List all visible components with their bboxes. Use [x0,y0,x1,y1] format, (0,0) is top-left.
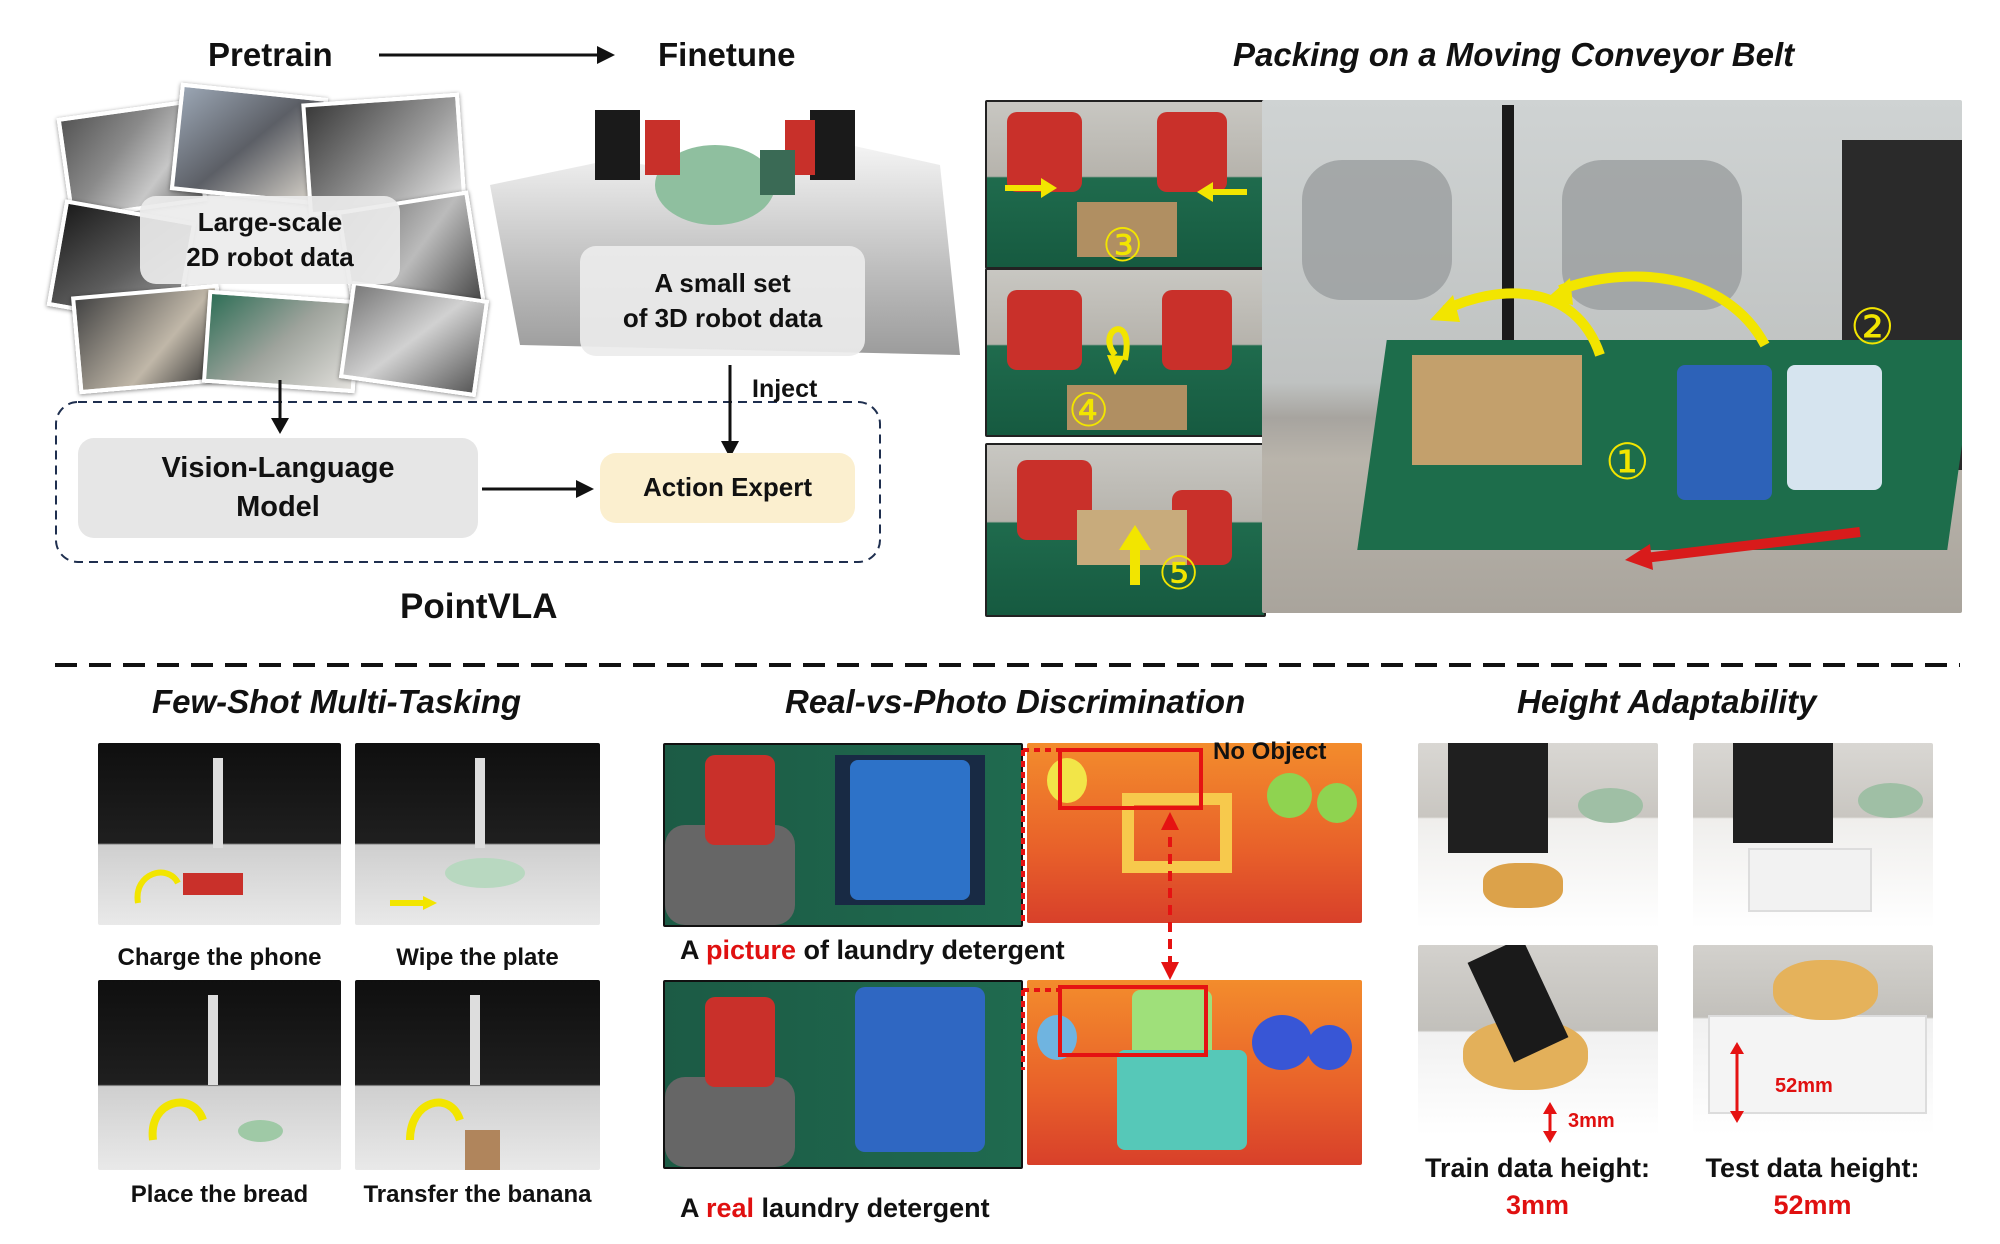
test-height-side-photo [1693,945,1933,1135]
task-transfer-banana-photo [355,980,600,1170]
step-5-marker: ⑤ [1158,547,1200,599]
test-height-value: 52mm [1773,1190,1852,1220]
pointvla-container [55,401,881,563]
step-2-marker: ② [1850,299,1895,355]
train-height-label: Train data height: [1424,1153,1651,1183]
inject-label: Inject [752,375,818,403]
picture-detergent-photo [663,743,1023,927]
test-height-label: Test data height: [1705,1153,1920,1183]
vision-language-model-box: Vision-Language Model [78,438,478,538]
large-scale-2d-data-box: Large-scale 2D robot data [140,196,400,284]
section-divider [55,663,1960,667]
conveyor-annotations [1005,178,1861,585]
train-height-top-photo [1418,743,1658,928]
step-3-marker: ③ [1102,219,1144,271]
real-caption: A real laundry detergent [680,1193,990,1223]
conveyor-step-3-photo [985,100,1266,269]
test-height-indicator [1730,1042,1744,1123]
depth-connector-lines [1021,748,1179,1070]
test-height-measure: 52mm [1775,1075,1833,1097]
small-3d-data-box: A small set of 3D robot data [580,246,865,356]
real-depth-map [1027,980,1362,1165]
pretrain-to-finetune-arrow [379,46,615,64]
real-vs-photo-title: Real-vs-Photo Discrimination [785,683,1246,720]
task-3-caption: Place the bread [130,1181,309,1208]
step-4-marker: ④ [1068,384,1110,436]
train-height-side-photo [1418,945,1658,1135]
task-charge-phone-photo [98,743,341,925]
no-object-label: No Object [1213,738,1327,765]
task-1-caption: Charge the phone [117,944,322,971]
picture-depth-map [1027,743,1362,923]
conveyor-title: Packing on a Moving Conveyor Belt [1233,36,1795,73]
train-height-value: 3mm [1505,1190,1570,1220]
real-object-highlight-box [1058,985,1208,1057]
finetune-label: Finetune [658,36,796,73]
task-wipe-plate-photo [355,743,600,925]
step-1-marker: ① [1605,434,1650,490]
action-expert-box: Action Expert [600,453,855,523]
height-title: Height Adaptability [1517,683,1817,720]
pointvla-label: PointVLA [400,587,558,626]
task-place-bread-photo [98,980,341,1170]
pretrain-label: Pretrain [208,36,333,73]
train-height-measure: 3mm [1568,1110,1615,1132]
train-height-indicator [1543,1102,1557,1143]
inject-arrow [721,365,739,458]
no-object-highlight-box [1058,748,1203,810]
test-height-top-photo [1693,743,1933,928]
few-shot-title: Few-Shot Multi-Tasking [152,683,522,720]
task-2-caption: Wipe the plate [396,944,559,971]
picture-caption: A picture of laundry detergent [680,935,1065,965]
collage-to-vlm-arrow [271,380,289,434]
task-4-caption: Transfer the banana [363,1181,592,1208]
vlm-to-expert-arrow [482,480,594,498]
conveyor-main-photo [1262,100,1962,613]
real-detergent-photo [663,980,1023,1169]
conveyor-step-5-photo [985,443,1266,617]
